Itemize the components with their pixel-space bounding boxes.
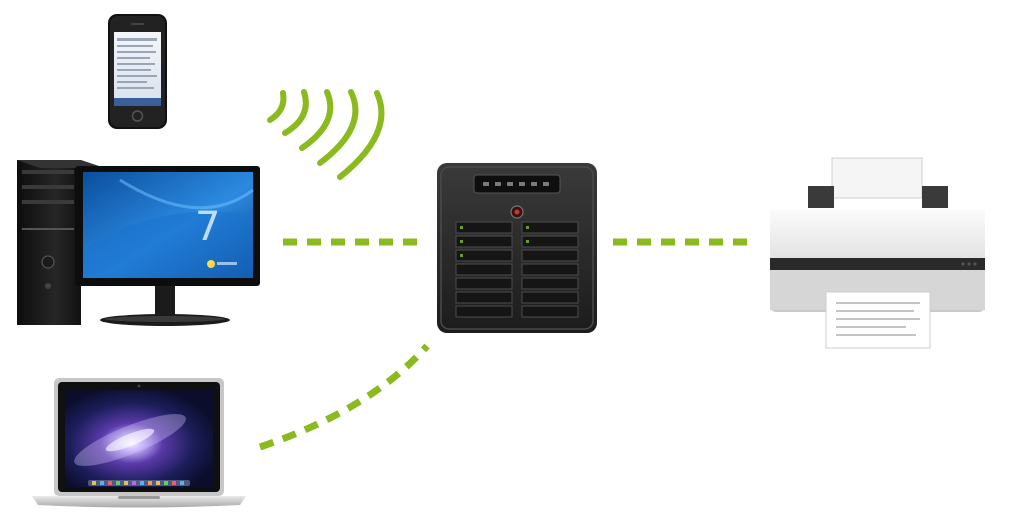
desktop-computer-icon: 7 (17, 160, 260, 326)
nas-server-icon (437, 163, 597, 333)
wifi-signal-icon (267, 89, 385, 180)
smartphone-icon (108, 14, 167, 129)
windows-7-logo: 7 (195, 204, 220, 250)
link-laptop-to-nas (258, 343, 430, 451)
laptop-icon (32, 378, 246, 508)
printer-icon (770, 157, 985, 349)
connections (258, 89, 752, 451)
